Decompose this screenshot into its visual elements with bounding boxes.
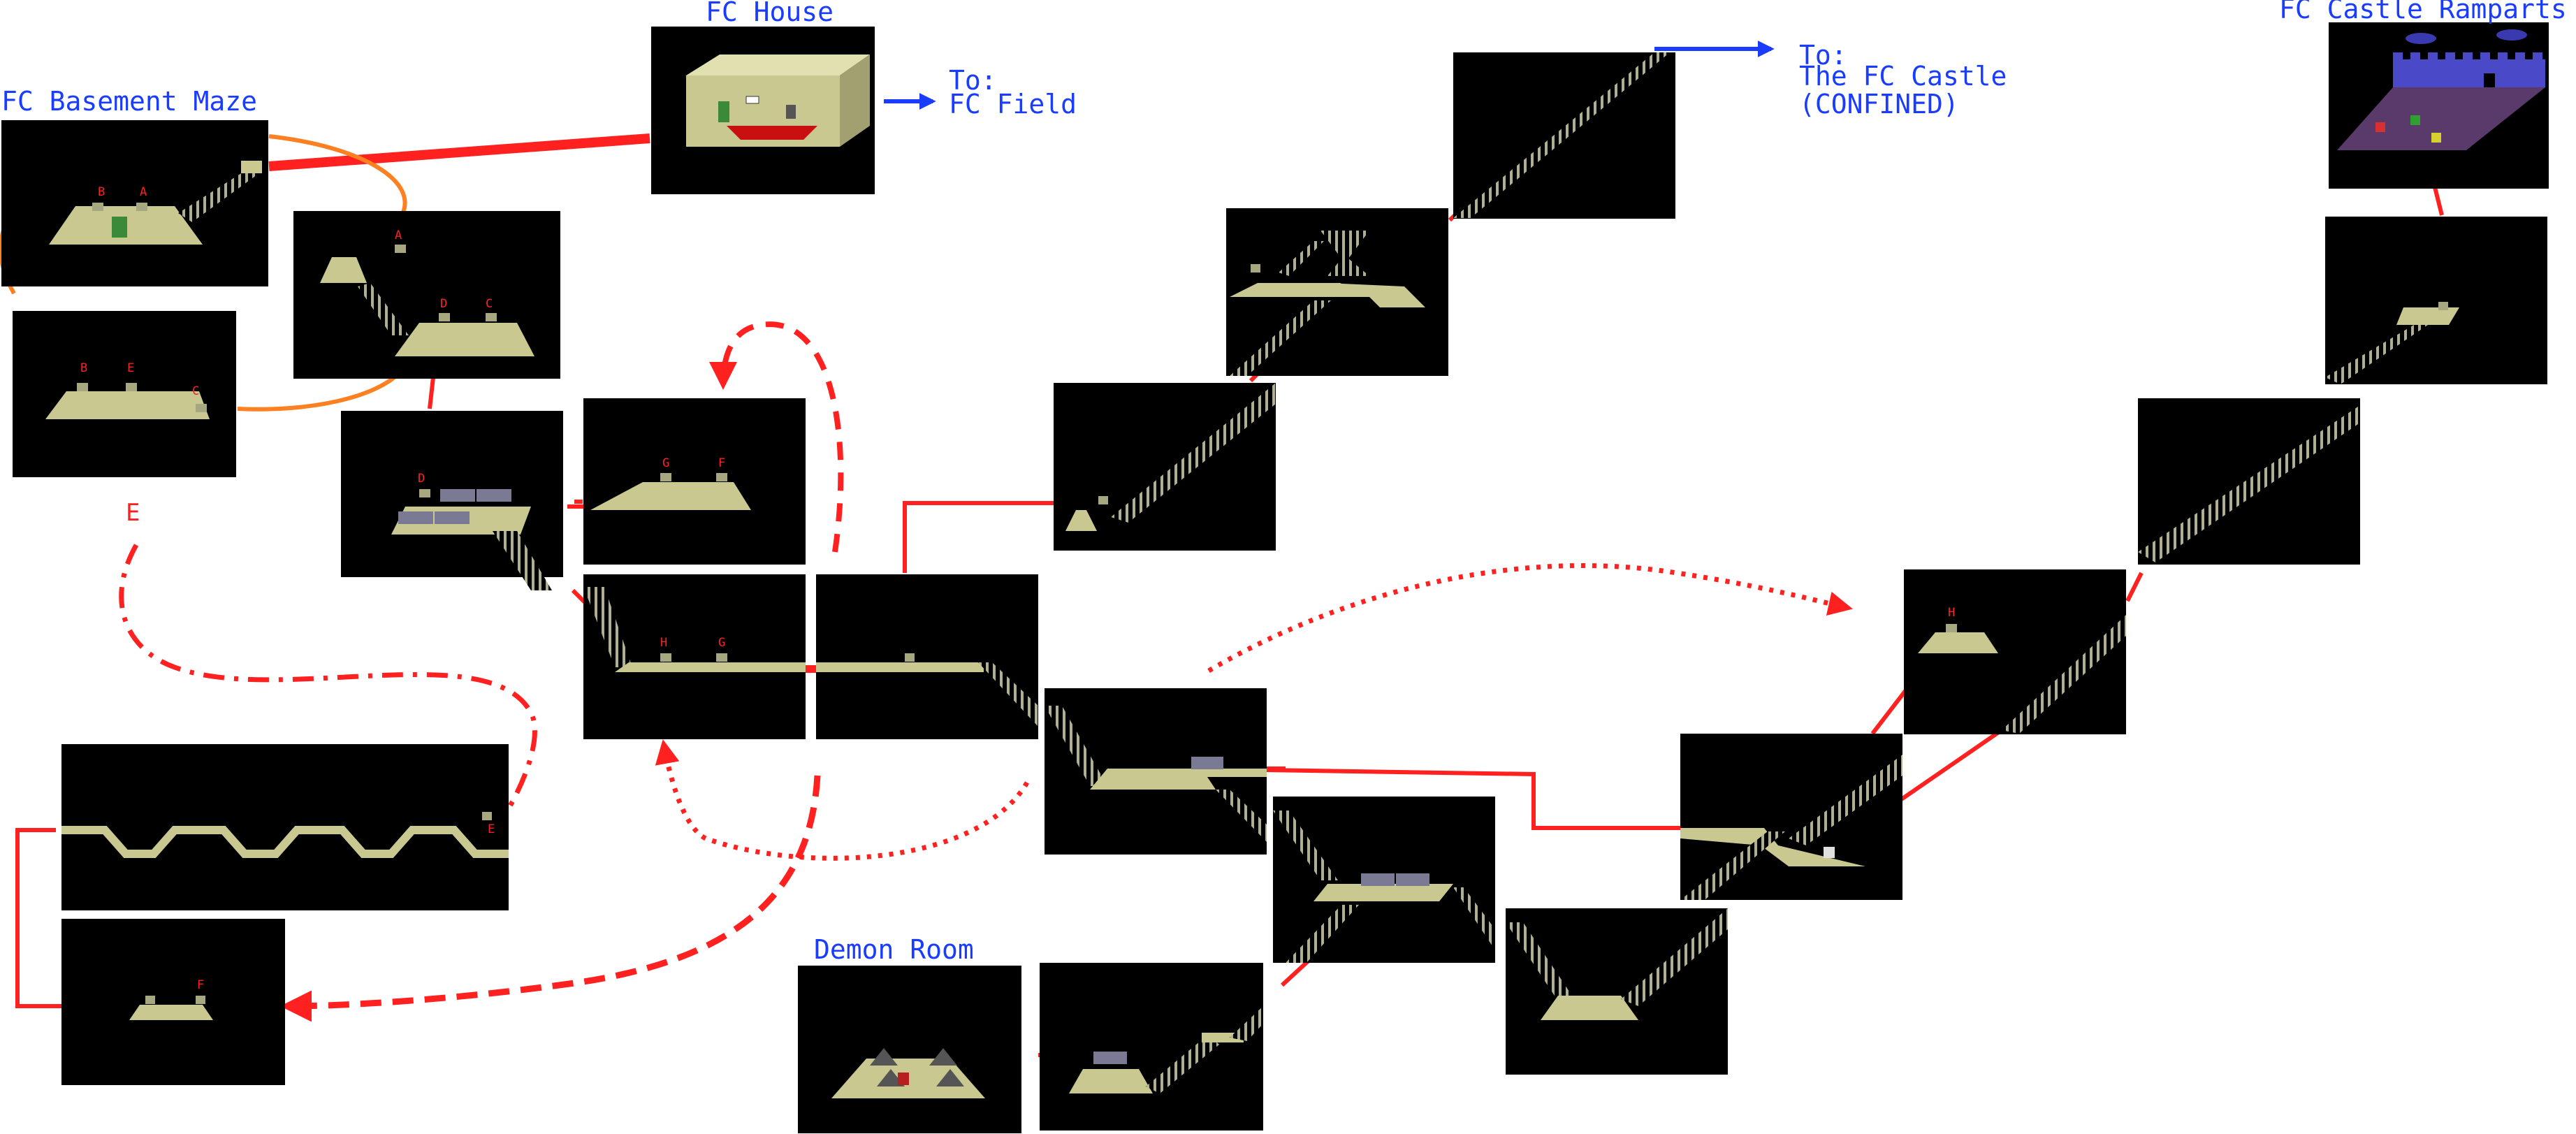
warp-arrow-h [1207, 562, 1853, 674]
room-corridor [816, 574, 1038, 739]
door-icon [136, 203, 147, 211]
pyramid-icon [936, 1069, 964, 1086]
stone-block-icon [1396, 873, 1429, 886]
stone-block-icon [1191, 757, 1223, 769]
marker-b: B [80, 361, 87, 375]
marker-e-loose: E [126, 499, 140, 527]
red-carpet [727, 126, 817, 140]
marker-d: D [440, 297, 447, 311]
marker-g: G [662, 456, 669, 470]
player-sprite [112, 217, 127, 238]
marker-f: F [718, 456, 725, 470]
room-demon-room [798, 966, 1021, 1133]
door-icon [2484, 73, 2495, 87]
room-demon-antechamber [1040, 963, 1263, 1131]
room-mid-blocks [1045, 688, 1267, 855]
warp-arrows [119, 321, 1853, 1022]
label-to-fc-field-2: FC Field [949, 89, 1077, 119]
marker-e: E [127, 361, 134, 375]
exit-arrows [884, 41, 1775, 110]
room-basement-3: A D C [293, 211, 560, 379]
room-h-right: H [1904, 569, 2126, 734]
label-fc-house: FC House [706, 0, 834, 27]
room-diagonal-right [2138, 398, 2360, 565]
room-fc-house [651, 27, 875, 194]
room-zigzag [1226, 208, 1448, 376]
label-to-castle-2: The FC Castle [1799, 61, 2007, 92]
basement-loop-top [268, 134, 407, 217]
warp-arrow-h-back [655, 739, 1030, 861]
rampart-wall [2393, 59, 2545, 87]
marker-g: G [718, 636, 725, 650]
label-to-castle-3: (CONFINED) [1799, 89, 1959, 119]
door-icon [786, 105, 796, 119]
marker-b: B [98, 185, 105, 199]
label-demon-room: Demon Room [814, 934, 974, 965]
room-lower-blocks [1273, 797, 1495, 963]
room-v-bottom [1506, 908, 1728, 1075]
label-fc-basement-maze: FC Basement Maze [1, 86, 257, 117]
room-g-f: G F [583, 398, 806, 565]
marker-c: C [486, 297, 493, 311]
basement-loop-bottom [237, 368, 404, 412]
room-basement-1: B A [1, 120, 268, 286]
demon-icon [898, 1073, 909, 1085]
marker-a: A [395, 228, 402, 242]
pyramid-icon [929, 1048, 957, 1066]
window-icon [745, 96, 759, 104]
marker-d: D [418, 472, 425, 486]
marker-a: A [140, 185, 147, 199]
marker-h: H [1948, 606, 1955, 620]
room-top-stairs [1453, 52, 1675, 219]
room-basement-2: B E C [13, 311, 236, 477]
door-icon [92, 203, 103, 211]
label-to-castle-1: To: [1799, 40, 1847, 71]
rampart-floor [2337, 87, 2545, 150]
marker-c: C [192, 384, 199, 398]
marker-h: H [660, 636, 667, 650]
room-fc-castle-ramparts [2329, 22, 2549, 189]
stone-block-icon [398, 489, 511, 524]
warp-arrow-f [280, 775, 821, 1022]
marker-e: E [488, 822, 495, 836]
connector-e-f [15, 828, 63, 1008]
stone-block-icon [1361, 873, 1395, 886]
room-d: D [341, 411, 563, 590]
warp-arrow-g [709, 321, 844, 553]
warp-tile-icon [1824, 847, 1835, 858]
connector-basement-to-house [268, 133, 650, 171]
player-sprite [718, 101, 729, 122]
room-f: F [61, 919, 285, 1085]
label-to-fc-field-1: To: [949, 65, 997, 96]
pyramid-icon [870, 1048, 898, 1066]
room-upper-right [2325, 217, 2547, 384]
room-triangle [1680, 734, 1902, 900]
room-h-g: H G [583, 574, 806, 739]
marker-f: F [197, 978, 204, 992]
stone-block-icon [1093, 1052, 1127, 1064]
label-fc-castle-ramparts: FC Castle Ramparts [2279, 0, 2567, 24]
room-stairs-ascending [1054, 383, 1276, 551]
room-e-zigzag: E [61, 744, 509, 910]
warp-arrow-e [119, 544, 537, 819]
